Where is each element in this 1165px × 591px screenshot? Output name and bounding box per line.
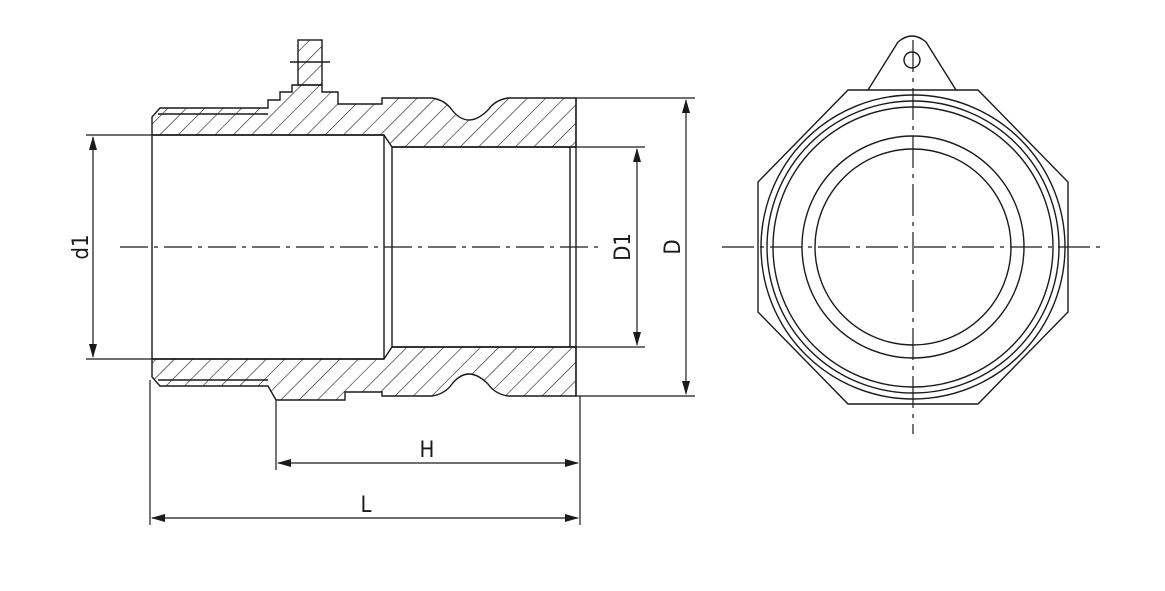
- dimension-lines: [86, 97, 695, 525]
- centerlines-end-view: [722, 40, 1106, 434]
- end-view-lug: [867, 35, 957, 91]
- upper-wall-section: [151, 84, 577, 148]
- section-view: [151, 39, 577, 401]
- D1-label: D1: [611, 233, 636, 261]
- H-label: H: [420, 438, 435, 463]
- lower-wall-section: [151, 346, 577, 401]
- lug-hole: [903, 51, 921, 69]
- L-label: L: [360, 493, 371, 518]
- d1-label: d1: [69, 234, 94, 259]
- hex-body: [757, 89, 1069, 405]
- D-label: D: [661, 239, 686, 254]
